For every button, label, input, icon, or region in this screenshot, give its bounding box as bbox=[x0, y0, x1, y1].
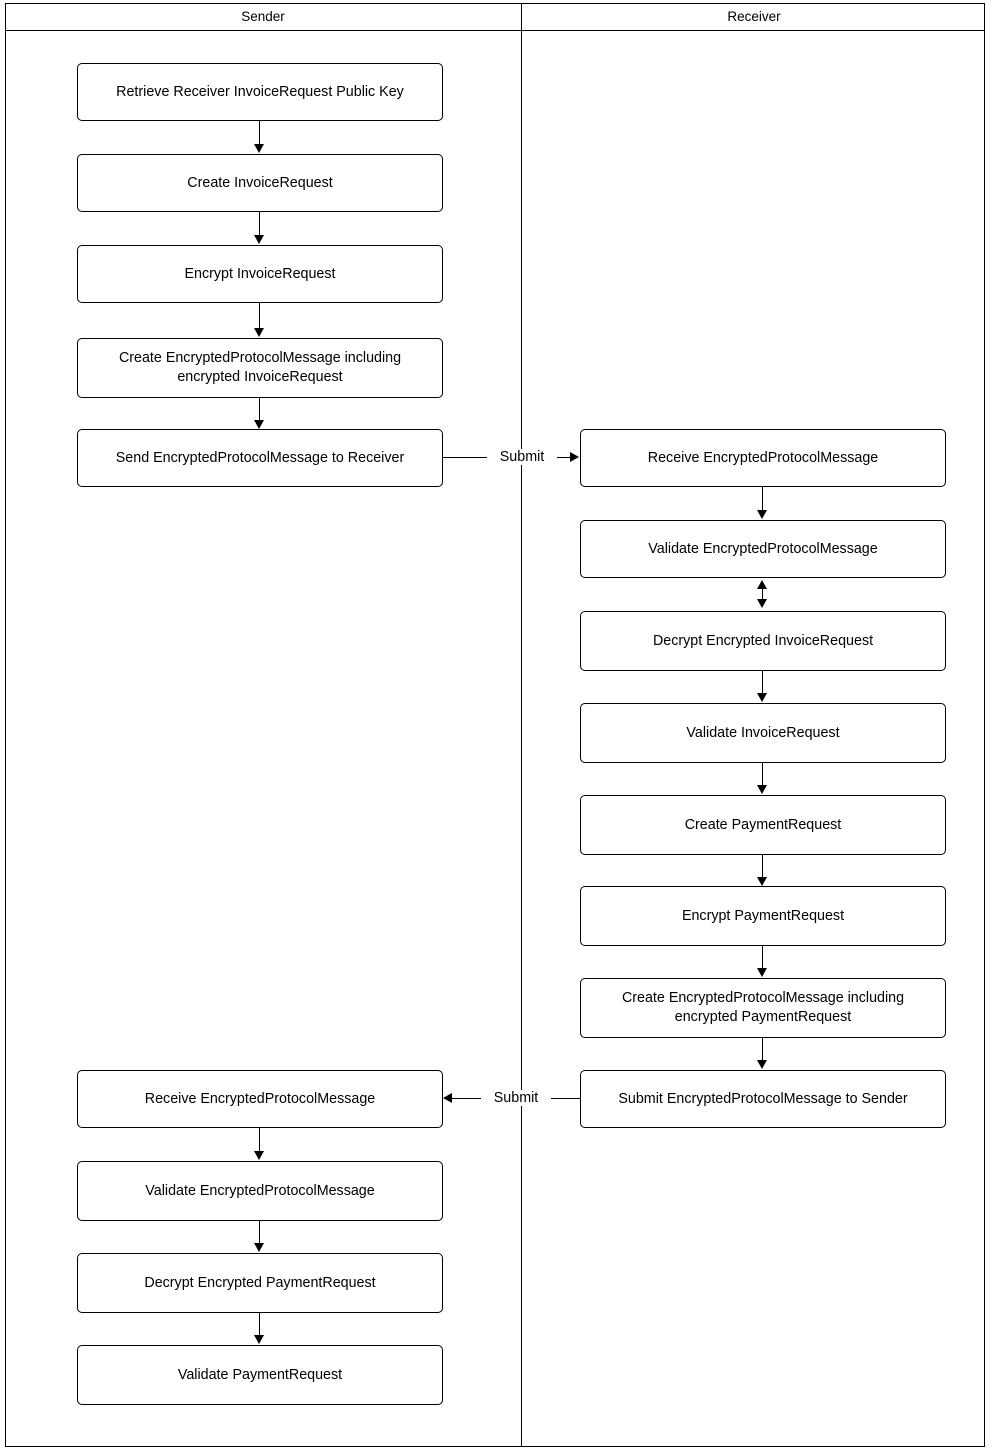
node-validate-epm-sender[interactable]: Validate EncryptedProtocolMessage bbox=[77, 1161, 443, 1221]
node-validate-invoicerequest[interactable]: Validate InvoiceRequest bbox=[580, 703, 946, 763]
connector-r2-r3-arrowhead-up bbox=[757, 580, 767, 589]
edge-submit-sender-to-receiver-arrowhead bbox=[570, 452, 579, 462]
node-create-epm-paymentrequest[interactable]: Create EncryptedProtocolMessage includin… bbox=[580, 978, 946, 1038]
connector-s3-s4-arrowhead bbox=[254, 328, 264, 337]
node-create-invoicerequest[interactable]: Create InvoiceRequest bbox=[77, 154, 443, 212]
connector-r5-r6-line bbox=[762, 855, 763, 877]
lane-vertical-divider bbox=[521, 3, 522, 1447]
connector-s2-s3-arrowhead bbox=[254, 235, 264, 244]
edge-submit-receiver-to-sender-arrowhead bbox=[443, 1093, 452, 1103]
node-receive-epm-sender[interactable]: Receive EncryptedProtocolMessage bbox=[77, 1070, 443, 1128]
lane-header-divider bbox=[5, 30, 985, 31]
connector-r2-r3-arrowhead-down bbox=[757, 599, 767, 608]
connector-s1-s2-line bbox=[259, 121, 260, 144]
node-encrypt-paymentrequest[interactable]: Encrypt PaymentRequest bbox=[580, 886, 946, 946]
node-validate-paymentrequest[interactable]: Validate PaymentRequest bbox=[77, 1345, 443, 1405]
connector-r1-r2-line bbox=[762, 487, 763, 510]
node-retrieve-receiver-public-key[interactable]: Retrieve Receiver InvoiceRequest Public … bbox=[77, 63, 443, 121]
connector-r6-r7-line bbox=[762, 946, 763, 968]
connector-s7-s8-line bbox=[259, 1221, 260, 1243]
connector-r7-r8-line bbox=[762, 1038, 763, 1060]
node-validate-epm-receiver[interactable]: Validate EncryptedProtocolMessage bbox=[580, 520, 946, 578]
lane-header-receiver: Receiver bbox=[727, 9, 781, 24]
connector-r1-r2-arrowhead bbox=[757, 510, 767, 519]
node-encrypt-invoicerequest[interactable]: Encrypt InvoiceRequest bbox=[77, 245, 443, 303]
node-submit-epm-to-sender[interactable]: Submit EncryptedProtocolMessage to Sende… bbox=[580, 1070, 946, 1128]
diagram-frame bbox=[5, 3, 985, 1447]
lane-header-sender: Sender bbox=[241, 9, 285, 24]
connector-s4-s5-line bbox=[259, 398, 260, 420]
connector-s6-s7-arrowhead bbox=[254, 1151, 264, 1160]
node-send-epm-to-receiver[interactable]: Send EncryptedProtocolMessage to Receive… bbox=[77, 429, 443, 487]
connector-s8-s9-arrowhead bbox=[254, 1335, 264, 1344]
connector-r4-r5-arrowhead bbox=[757, 785, 767, 794]
connector-r6-r7-arrowhead bbox=[757, 968, 767, 977]
edge-label-submit-1: Submit bbox=[487, 449, 557, 465]
connector-s2-s3-line bbox=[259, 212, 260, 235]
connector-s7-s8-arrowhead bbox=[254, 1243, 264, 1252]
connector-r4-r5-line bbox=[762, 763, 763, 785]
edge-label-submit-2: Submit bbox=[481, 1090, 551, 1106]
connector-r5-r6-arrowhead bbox=[757, 877, 767, 886]
node-receive-epm-receiver[interactable]: Receive EncryptedProtocolMessage bbox=[580, 429, 946, 487]
connector-r3-r4-line bbox=[762, 671, 763, 693]
connector-s4-s5-arrowhead bbox=[254, 420, 264, 429]
node-decrypt-encrypted-paymentrequest[interactable]: Decrypt Encrypted PaymentRequest bbox=[77, 1253, 443, 1313]
connector-s6-s7-line bbox=[259, 1128, 260, 1151]
node-create-epm-invoicerequest[interactable]: Create EncryptedProtocolMessage includin… bbox=[77, 338, 443, 398]
connector-s3-s4-line bbox=[259, 303, 260, 328]
connector-r3-r4-arrowhead bbox=[757, 693, 767, 702]
node-decrypt-encrypted-invoicerequest[interactable]: Decrypt Encrypted InvoiceRequest bbox=[580, 611, 946, 671]
connector-s1-s2-arrowhead bbox=[254, 144, 264, 153]
connector-s8-s9-line bbox=[259, 1313, 260, 1335]
node-create-paymentrequest[interactable]: Create PaymentRequest bbox=[580, 795, 946, 855]
connector-r7-r8-arrowhead bbox=[757, 1060, 767, 1069]
connector-r2-r3-line bbox=[762, 586, 763, 600]
